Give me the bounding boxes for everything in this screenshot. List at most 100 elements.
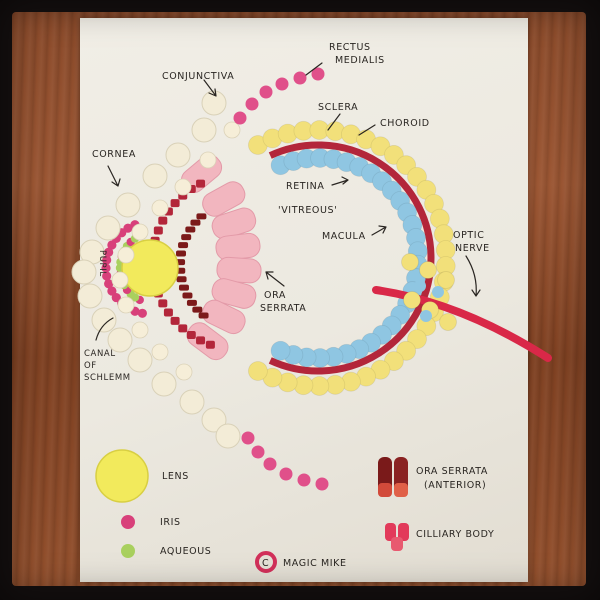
- optic-nerve-sheath-candy: [403, 291, 421, 309]
- choroid-front-candy: [153, 226, 163, 235]
- cornea-candy: [142, 163, 168, 189]
- legend-aqueous-swatch: [121, 544, 135, 558]
- legend-iris-swatch: [121, 515, 135, 529]
- label-pupil: PUPIL: [97, 250, 107, 277]
- legend-ora-serrata-label: ORA SERRATA: [416, 466, 488, 477]
- arrow-cornea: [107, 165, 121, 187]
- ciliary-body-candy: [201, 299, 246, 335]
- conjunctiva-candy: [241, 431, 255, 445]
- conjunctiva-candy: [259, 85, 273, 99]
- conjunctiva-candy: [293, 71, 307, 85]
- iris-candy: [107, 286, 117, 296]
- ora-serrata-candy: [192, 306, 203, 313]
- cornea-candy: [95, 215, 121, 241]
- conjunctiva-candy: [275, 77, 289, 91]
- arrow-choroid: [358, 124, 376, 136]
- conjunctiva-candy: [279, 467, 293, 481]
- label-optic: OPTIC: [453, 230, 484, 241]
- iris-candy: [104, 279, 114, 289]
- label-rectus: RECTUS: [329, 42, 371, 53]
- conjunctiva-candy: [245, 97, 259, 111]
- choroid-front-candy: [196, 336, 206, 345]
- optic-nerve-sheath-candy: [432, 286, 444, 298]
- cornea-candy: [201, 407, 227, 433]
- cornea-candy: [91, 307, 117, 333]
- label-nerve: NERVE: [455, 243, 490, 254]
- legend-aqueous-label: AQUEOUS: [160, 546, 211, 557]
- legend-magic-mike-label: MAGIC MIKE: [283, 558, 347, 569]
- label-schlemm: SCHLEMM: [84, 373, 131, 383]
- ora-serrata-candy: [178, 242, 189, 249]
- conjunctiva-candy: [315, 477, 329, 491]
- label-macula: MACULA: [322, 231, 366, 242]
- arrow-rectus-medialis: [305, 62, 323, 76]
- ora-serrata-candy: [181, 234, 192, 241]
- arrow-sclera: [327, 113, 341, 131]
- conjunctiva-candy: [311, 67, 325, 81]
- cornea-inner-candy: [199, 151, 217, 169]
- cornea-candy: [71, 259, 97, 285]
- cornea-candy: [77, 283, 103, 309]
- optic-nerve-candy: [372, 286, 552, 362]
- cornea-inner-candy: [151, 199, 169, 217]
- ora-serrata-candy: [182, 292, 193, 299]
- iris-candy: [102, 271, 112, 281]
- cornea-candy: [165, 142, 191, 168]
- iris-candy: [111, 292, 121, 303]
- pointer-arrows: [95, 62, 481, 341]
- choroid-front-candy: [158, 299, 168, 308]
- legend-ciliary-body-label: CILLIARY BODY: [416, 529, 494, 540]
- ora-serrata-candy: [185, 226, 196, 233]
- label-of: OF: [84, 361, 97, 371]
- label-medialis: MEDIALIS: [335, 55, 385, 66]
- cornea-candy: [107, 327, 133, 353]
- legend: LENS IRIS AQUEOUS ORA SERRATA (ANTERIOR)…: [95, 449, 494, 573]
- optic-nerve-sheath-candy: [437, 271, 455, 289]
- cornea-inner-candy: [223, 121, 241, 139]
- label-sclera: SCLERA: [318, 102, 358, 113]
- label-conjunctiva: CONJUNCTIVA: [162, 71, 234, 82]
- legend-iris-label: IRIS: [160, 517, 181, 528]
- label-cornea: CORNEA: [92, 149, 136, 160]
- paper-sheet: [80, 18, 528, 582]
- cornea-candy: [151, 371, 177, 397]
- candy-structures: [71, 67, 552, 491]
- cornea-candy: [115, 192, 141, 218]
- label-canal: CANAL: [84, 349, 116, 359]
- cornea-inner-candy: [117, 296, 135, 314]
- ora-serrata-candy: [178, 284, 189, 291]
- cornea-candy: [127, 347, 153, 373]
- ciliary-body-candy: [202, 181, 246, 217]
- optic-nerve-sheath-candy: [414, 280, 426, 292]
- cornea-inner-candy: [131, 223, 149, 241]
- arrow-macula: [371, 225, 387, 236]
- ora-serrata-candy: [176, 250, 187, 257]
- legend-ora-serrata-anterior-swatch: [378, 457, 408, 497]
- cornea-inner-candy: [111, 271, 129, 289]
- retina-candy: [270, 340, 291, 361]
- legend-magic-mike-symbol: C: [262, 558, 269, 569]
- cornea-inner-candy: [117, 246, 135, 264]
- choroid-front-candy: [186, 330, 196, 339]
- conjunctiva-candy: [263, 457, 277, 471]
- label-retina: RETINA: [286, 181, 324, 192]
- cornea-candy: [179, 389, 205, 415]
- arrow-canal-of-schlemm: [95, 317, 114, 341]
- ora-serrata-candy: [176, 276, 187, 283]
- conjunctiva-candy: [251, 445, 265, 459]
- ciliary-body-candy: [211, 278, 257, 309]
- sclera-candy: [248, 361, 268, 381]
- cornea-inner-candy: [131, 321, 149, 339]
- conjunctiva-candy: [297, 473, 311, 487]
- choroid-front-candy: [178, 324, 188, 333]
- choroid-front-candy: [170, 199, 180, 208]
- arrow-conjunctiva: [203, 79, 217, 97]
- arrow-ora-serrata: [265, 271, 285, 287]
- iris-candy: [101, 263, 111, 273]
- label-serrata: SERRATA: [260, 303, 306, 314]
- legend-magic-mike-swatch: [255, 551, 277, 573]
- legend-anterior-label: (ANTERIOR): [424, 480, 486, 491]
- cornea-candy: [201, 90, 227, 116]
